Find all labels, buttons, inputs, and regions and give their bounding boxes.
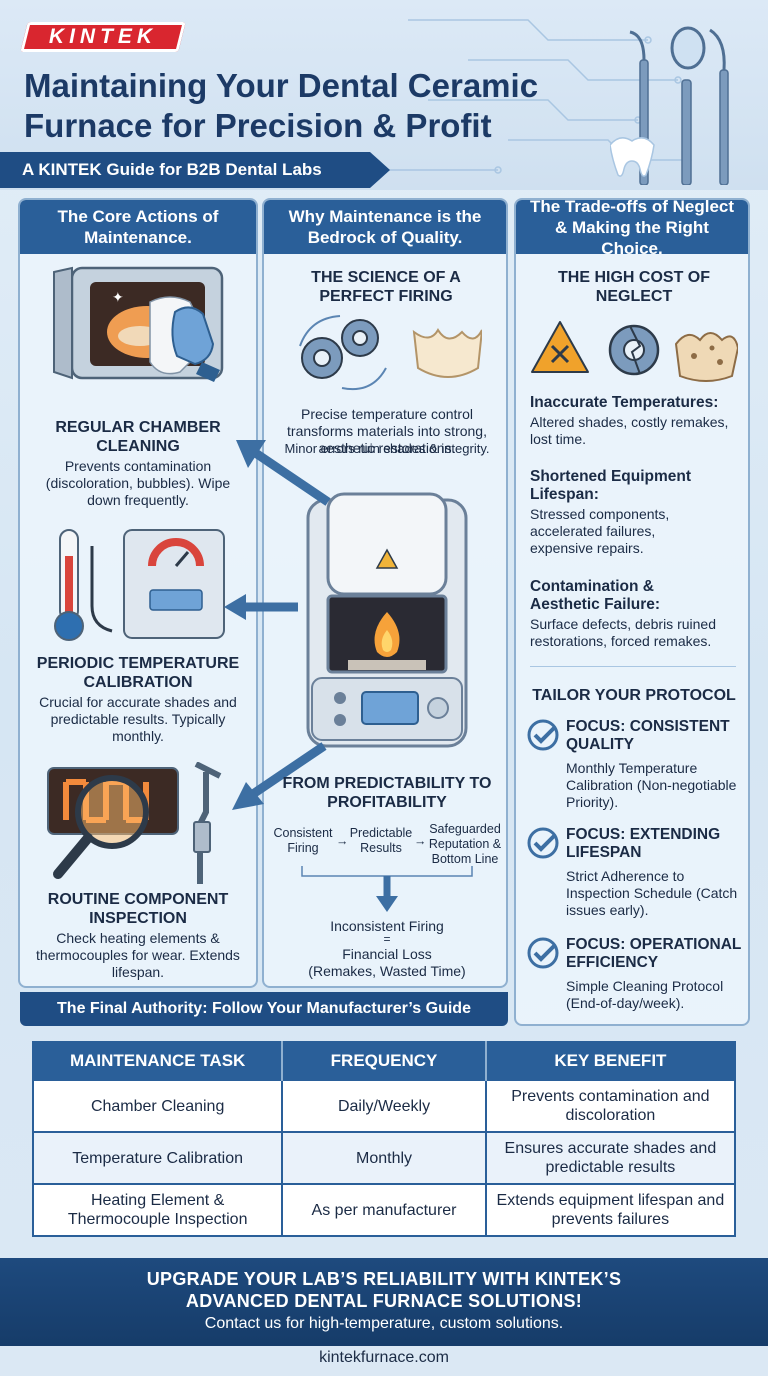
neglect-item-1-title: Inaccurate Temperatures:: [530, 394, 719, 411]
magnifier-element-icon: [47, 762, 222, 884]
loss-line-1: Inconsistent Firing: [330, 918, 444, 934]
check-icon: [527, 719, 559, 751]
svg-text:✦: ✦: [112, 289, 124, 305]
chamber-cleaning-title: REGULAR CHAMBER CLEANING: [55, 419, 221, 455]
column-heading: Why Maintenance is the Bedrock of Qualit…: [264, 200, 506, 254]
column-heading: The Core Actions of Maintenance.: [20, 200, 256, 254]
arrow-to-inspection: [232, 742, 327, 810]
flow-arrow-1: →: [336, 834, 349, 848]
focus-2-title: FOCUS: EXTENDING LIFESPAN: [566, 826, 721, 861]
protocol-title: TAILOR YOUR PROTOCOL: [532, 687, 736, 704]
neglect-item-3-title: Contamination & Aesthetic Failure:: [530, 578, 661, 613]
gears-crown-icon: [299, 315, 482, 390]
loss-line-2: Financial Loss: [342, 946, 432, 962]
focus-1-text: Monthly Temperature Calibration (Non-neg…: [566, 760, 737, 810]
table-row: Chamber Cleaning Daily/Weekly Prevents c…: [31, 1079, 737, 1133]
cta-line-1: UPGRADE YOUR LAB’S RELIABILITY WITH KINT…: [146, 1269, 622, 1289]
cta-line-2: ADVANCED DENTAL FURNACE SOLUTIONS!: [185, 1291, 583, 1311]
flow-bracket-arrow: [301, 866, 473, 912]
check-icon: [527, 827, 559, 859]
footer-cta-banner: UPGRADE YOUR LAB’S RELIABILITY WITH KINT…: [0, 1258, 768, 1346]
table-cell: Monthly: [281, 1131, 487, 1185]
inspection-text: Check heating elements & thermocouples f…: [36, 930, 240, 980]
contact-text: Contact us for high-temperature, custom …: [204, 1315, 564, 1332]
neglect-item-1-text: Altered shades, costly remakes, lost tim…: [530, 414, 729, 447]
table-header-row: MAINTENANCE TASK FREQUENCY KEY BENEFIT: [33, 1042, 735, 1080]
arrow-to-cleaning: [236, 440, 331, 506]
table-header: KEY BENEFIT: [485, 1042, 735, 1080]
arrow-to-calibration: [224, 594, 298, 620]
calibration-title: PERIODIC TEMPERATURE CALIBRATION: [36, 655, 240, 691]
neglect-icons: [531, 321, 738, 382]
profit-title: FROM PREDICTABILITY TO PROFITABILITY: [282, 775, 492, 811]
science-note: Minor errors ruin shades & integrity.: [284, 441, 490, 456]
thermometer-gauge-icon: [54, 529, 225, 641]
science-text: Precise temperature control transforms m…: [287, 406, 487, 456]
column-core-actions: The Core Actions of Maintenance. ✦ REGUL…: [18, 198, 258, 988]
subtitle-text: A KINTEK Guide for B2B Dental Labs: [22, 160, 322, 179]
table-cell: Daily/Weekly: [281, 1079, 487, 1133]
chamber-cleaning-icon: ✦: [53, 266, 224, 382]
page-title: Maintaining Your Dental Ceramic Furnace …: [24, 67, 539, 144]
column-heading: The Trade-offs of Neglect & Making the R…: [516, 197, 748, 258]
flow-step-1: Consistent Firing: [273, 826, 333, 855]
focus-1-title: FOCUS: CONSISTENT QUALITY: [566, 718, 730, 753]
calibration-text: Crucial for accurate shades and predicta…: [39, 694, 237, 744]
neglect-item-2-title: Shortened Equipment Lifespan:: [530, 468, 692, 503]
table-cell: Prevents contamination and discoloration: [484, 1079, 737, 1133]
focus-3-text: Simple Cleaning Protocol (End-of-day/wee…: [566, 978, 724, 1011]
divider: [530, 666, 736, 667]
table-cell: As per manufacturer: [281, 1183, 487, 1237]
dental-furnace-icon: [306, 492, 468, 748]
column-neglect: The Trade-offs of Neglect & Making the R…: [514, 197, 750, 1026]
final-authority-banner: The Final Authority: Follow Your Manufac…: [20, 992, 508, 1026]
table-cell: Temperature Calibration: [31, 1131, 284, 1185]
focus-3-title: FOCUS: OPERATIONAL EFFICIENCY: [566, 936, 742, 971]
neglect-title: THE HIGH COST OF NEGLECT: [558, 269, 710, 305]
subtitle-banner: A KINTEK Guide for B2B Dental Labs: [0, 152, 390, 188]
table-cell: Extends equipment lifespan and prevents …: [484, 1183, 737, 1237]
focus-2-text: Strict Adherence to Inspection Schedule …: [566, 868, 738, 918]
table-cell: Chamber Cleaning: [31, 1079, 284, 1133]
chamber-cleaning-text: Prevents contamination (discoloration, b…: [45, 458, 231, 508]
table-header: FREQUENCY: [282, 1042, 487, 1080]
inspection-title: ROUTINE COMPONENT INSPECTION: [47, 891, 229, 927]
column-why-maintenance: Why Maintenance is the Bedrock of Qualit…: [224, 198, 508, 988]
table-cell: Ensures accurate shades and predictable …: [484, 1131, 737, 1185]
table-row: Heating Element & Thermocouple Inspectio…: [31, 1183, 737, 1237]
maintenance-table: MAINTENANCE TASK FREQUENCY KEY BENEFIT C…: [31, 1041, 737, 1237]
kintek-logo[interactable]: KINTEK: [20, 22, 186, 52]
table-row: Temperature Calibration Monthly Ensures …: [31, 1131, 737, 1185]
flow-step-3: Safeguarded Reputation & Bottom Line: [428, 822, 502, 866]
loss-line-3: (Remakes, Wasted Time): [308, 963, 466, 979]
neglect-item-2-text: Stressed components, accelerated failure…: [530, 506, 670, 556]
website-link[interactable]: kintekfurnace.com: [319, 1349, 449, 1366]
flow-step-2: Predictable Results: [349, 826, 413, 855]
logo-text: KINTEK: [48, 25, 158, 48]
neglect-item-3-text: Surface defects, debris ruined restorati…: [530, 616, 716, 649]
check-icon: [527, 937, 559, 969]
flow-arrow-2: →: [414, 834, 427, 848]
science-title: THE SCIENCE OF A PERFECT FIRING: [311, 269, 461, 305]
loss-equals: =: [383, 932, 391, 946]
table-header: MAINTENANCE TASK: [33, 1042, 284, 1080]
dental-tools-icon: [610, 26, 729, 185]
table-cell: Heating Element & Thermocouple Inspectio…: [31, 1183, 284, 1237]
